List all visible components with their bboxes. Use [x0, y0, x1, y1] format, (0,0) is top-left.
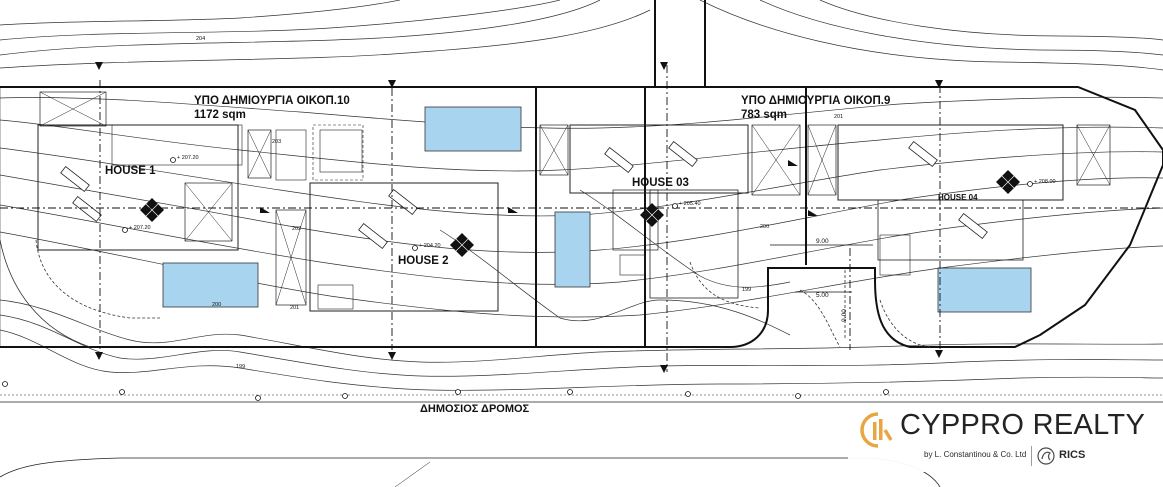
contour-label-201-east: 201 — [834, 114, 844, 120]
cyppro-logo-icon — [860, 412, 893, 448]
axis-lines — [0, 65, 1163, 372]
diamond-hatch — [145, 175, 1015, 252]
garden-curves — [0, 239, 931, 348]
brand-title: CYPPRO REALTY — [900, 409, 1146, 441]
dimension-lines — [770, 244, 873, 340]
house-3-footprint — [539, 124, 801, 299]
contour-label-200-east: 200 — [760, 224, 770, 230]
house-4-footprint — [807, 124, 1111, 276]
house-1-footprint — [37, 91, 272, 251]
contour-lines — [0, 0, 1163, 391]
rics-label: RICS — [1059, 449, 1086, 461]
plot9-title: ΥΠΟ ΔΗΜΙΟΥΡΓΙΑ ΟΙΚΟΠ.9 — [741, 95, 891, 107]
house-2-label: HOUSE 2 — [398, 255, 449, 267]
contour-label-199: 199 — [236, 364, 246, 370]
plot10-area: 1172 sqm — [194, 109, 246, 121]
level-label-house-1a: + 207.20 — [177, 155, 199, 161]
dimension-9-vertical: 9.00 — [840, 309, 848, 322]
level-label-house-3: + 205.40 — [679, 201, 701, 207]
contour-label-202: 202 — [292, 226, 302, 232]
level-label-house-2: + 204.20 — [419, 243, 441, 249]
level-label-house-4: + 208.00 — [1034, 179, 1056, 185]
road-label: ΔΗΜΟΣΙΟΣ ΔΡΟΜΟΣ — [420, 403, 530, 415]
level-label-house-1b: + 207.20 — [129, 225, 151, 231]
contour-label-201: 201 — [290, 305, 300, 311]
house-2-footprint — [275, 124, 499, 312]
pool-house-3 — [554, 211, 591, 288]
dimension-5: 5.00 — [816, 292, 829, 299]
brand-separator — [1031, 446, 1032, 466]
plot10-title: ΥΠΟ ΔΗΜΙΟΥΡΓΙΑ ΟΙΚΟΠ.10 — [194, 95, 350, 107]
plot9-area: 783 sqm — [741, 109, 788, 121]
rics-lion-icon — [1037, 447, 1055, 465]
pool-house-4 — [937, 267, 1032, 313]
dimension-9-horizontal: 9.00 — [816, 238, 829, 245]
pool-house-1 — [162, 262, 259, 308]
cyppro-realty-logo: CYPPRO REALTY by L. Constantinou & Co. L… — [848, 404, 1149, 472]
sun-loungers — [60, 141, 988, 249]
pools — [162, 106, 1032, 313]
section-markers — [95, 62, 943, 373]
contour-label-204: 204 — [196, 36, 206, 42]
brand-byline: by L. Constantinou & Co. Ltd — [924, 450, 1027, 459]
contour-label-199-east: 199 — [742, 287, 752, 293]
house-3-label: HOUSE 03 — [632, 177, 689, 189]
level-spots — [2, 157, 1033, 401]
pool-house-2 — [424, 106, 522, 152]
contour-label-203: 203 — [272, 139, 282, 145]
house-4-label: HOUSE 04 — [938, 193, 978, 202]
house-1-label: HOUSE 1 — [105, 165, 156, 177]
contour-label-200: 200 — [212, 302, 222, 308]
